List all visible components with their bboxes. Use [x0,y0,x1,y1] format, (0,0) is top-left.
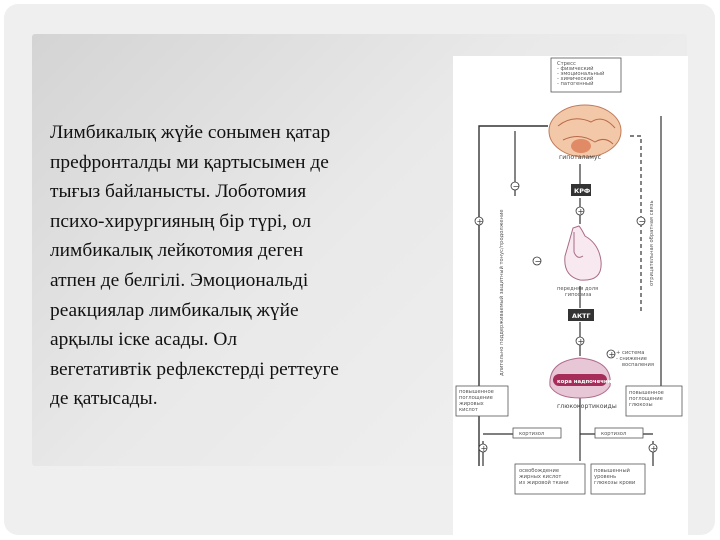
sign-text: + [609,350,616,359]
cortisol-box-left [512,427,562,439]
sign-marker [606,349,616,359]
hypothalamus-label: гипоталамус [559,154,602,161]
sign-marker [532,256,542,266]
sign-text: + [578,207,585,216]
sign-marker [474,216,484,226]
right-vertical-label: отрицательная обратная связь [649,200,655,286]
cortisol-label-right: кортизол [601,431,626,437]
sign-text: + [651,444,658,453]
adrenal-cortex-box [553,374,607,386]
sign-text: − [535,257,542,266]
dashed-feedback-line [628,135,642,311]
sign-marker [575,336,585,346]
adrenal-label: кора надпочечника [557,379,619,385]
branch-down-lines [482,441,654,466]
bottom-left-box [514,463,586,495]
glucocorticoids-label: глюкокортикоиды [557,403,617,410]
slide-body-text: Лимбикалық жүйе сонымен қатар префронтал… [50,122,339,410]
sign-text: − [639,217,646,226]
right-info-box [625,385,683,417]
crf-box [571,184,591,196]
crf-label: КРФ [574,187,591,195]
pituitary-illustration [564,225,602,281]
sign-marker [636,216,646,226]
left-info-box [455,385,509,417]
sign-text: + [578,337,585,346]
stress-box [550,57,622,93]
cortisol-box-right [594,427,644,439]
bottom-right-box [590,463,646,495]
cortisol-label-left: кортизол [519,431,544,437]
sign-marker [648,443,658,453]
stress-box-label: Стресс- физический- эмоциональный- химич… [557,61,604,87]
sign-marker [575,206,585,216]
left-feedback-line [478,125,548,466]
stress-response-diagram: Стресс- физический- эмоциональный- химич… [453,56,688,540]
sign-text: − [513,182,520,191]
sign-marker [510,181,520,191]
left-vertical-label: длительно поддерживаемый защитный тонус/… [498,209,505,376]
sign-markers: + − − + − + + + + [474,181,658,453]
acth-box [568,309,594,321]
sign-text: + [481,444,488,453]
brain-illustration [548,104,622,158]
sign-text: + [477,217,484,226]
acth-label: АКТГ [572,312,591,320]
diagram-svg: Стресс- физический- эмоциональный- химич… [455,57,683,495]
sign-marker [478,443,488,453]
